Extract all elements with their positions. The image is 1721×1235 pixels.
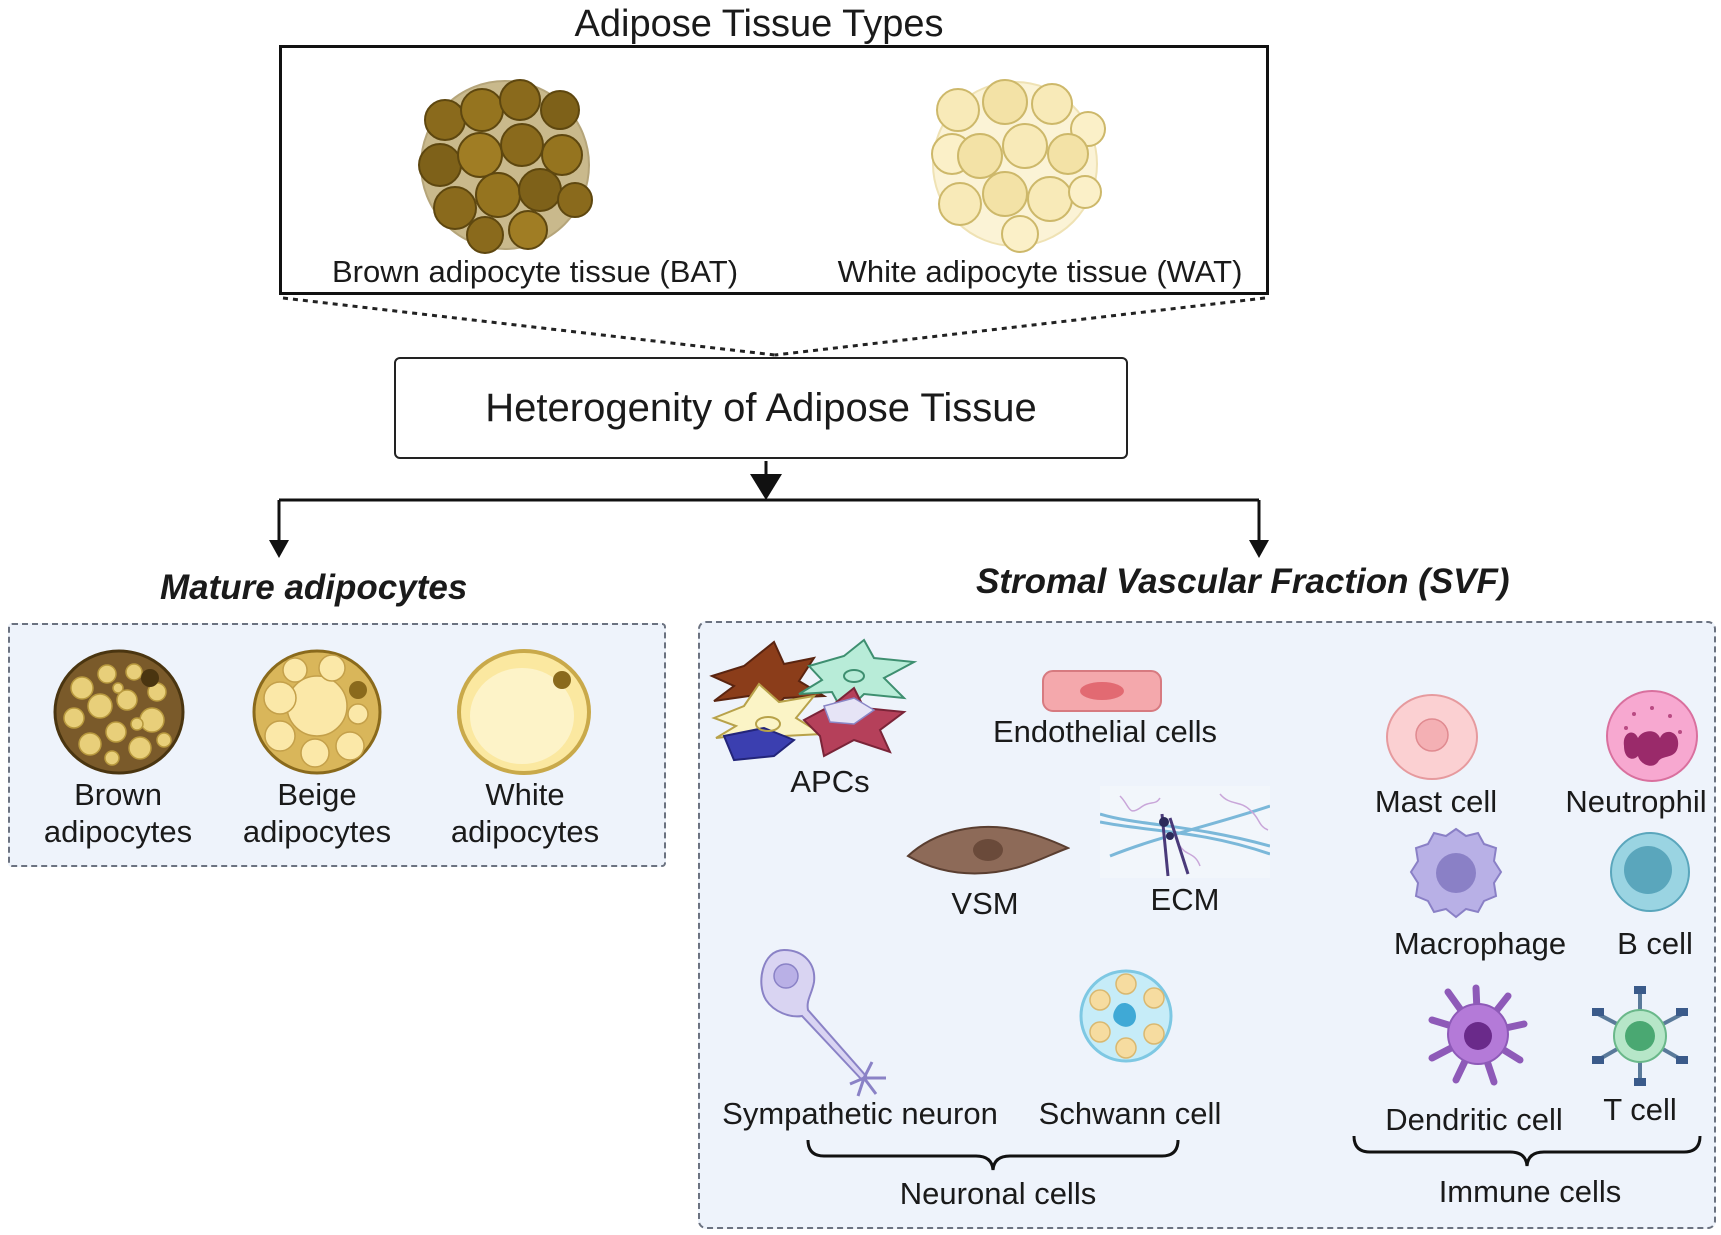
diagram-title: Adipose Tissue Types <box>574 3 944 45</box>
schwann-cell-label: Schwann cell <box>1038 1096 1222 1131</box>
beige-adipocytes-line2: adipocytes <box>242 814 392 849</box>
t-cell-label: T cell <box>1603 1092 1677 1127</box>
funnel-right-line <box>774 296 1266 357</box>
mature-heading: Mature adipocytes <box>160 568 468 607</box>
brown-adipocyte-icon <box>53 649 185 775</box>
white-adipocytes-line1: White <box>485 777 565 812</box>
svf-heading: Stromal Vascular Fraction (SVF) <box>976 562 1510 601</box>
endothelial-cells-label: Endothelial cells <box>992 714 1218 749</box>
bat-label: Brown adipocyte tissue (BAT) <box>331 254 739 289</box>
schwann-cell-icon <box>1079 969 1173 1063</box>
ecm-icon <box>1100 786 1270 878</box>
neuronal-cells-label: Neuronal cells <box>899 1176 1097 1211</box>
hub-label: Heterogenity of Adipose Tissue <box>485 385 1037 430</box>
beige-adipocyte-icon <box>252 649 382 775</box>
apcs-label: APCs <box>790 764 870 799</box>
mast-cell-label: Mast cell <box>1374 784 1498 819</box>
dendritic-cell-label: Dendritic cell <box>1385 1102 1563 1137</box>
white-adipocyte-icon <box>457 649 591 775</box>
hub-box: Heterogenity of Adipose Tissue <box>394 357 1128 459</box>
brown-adipocytes-line2: adipocytes <box>43 814 193 849</box>
wat-cluster-icon <box>931 79 1106 253</box>
endothelial-cell-icon <box>1042 670 1162 712</box>
right-branch-arrow <box>1249 540 1269 558</box>
immune-bracket <box>1352 1135 1702 1167</box>
macrophage-icon <box>1409 827 1503 919</box>
vsm-label: VSM <box>951 886 1019 921</box>
b-cell-label: B cell <box>1617 926 1693 961</box>
funnel-left-line <box>282 296 776 357</box>
apcs-icon <box>709 638 918 762</box>
sympathetic-neuron-label: Sympathetic neuron <box>722 1096 998 1131</box>
t-cell-icon <box>1592 986 1688 1086</box>
brown-adipocytes-line1: Brown <box>74 777 162 812</box>
sympathetic-neuron-icon <box>760 948 886 1097</box>
vsm-cell-icon <box>906 825 1070 875</box>
macrophage-label: Macrophage <box>1393 926 1567 961</box>
bat-cluster-icon <box>418 79 593 254</box>
white-adipocytes-line2: adipocytes <box>450 814 600 849</box>
beige-adipocytes-line1: Beige <box>277 777 357 812</box>
wat-label: White adipocyte tissue (WAT) <box>837 254 1243 289</box>
neuronal-bracket <box>806 1139 1180 1171</box>
left-branch-arrow <box>269 540 289 558</box>
neutrophil-label: Neutrophil <box>1565 784 1707 819</box>
mast-cell-icon <box>1386 694 1478 780</box>
ecm-label: ECM <box>1150 882 1220 917</box>
hub-down-arrow <box>750 474 782 500</box>
b-cell-icon <box>1610 832 1690 912</box>
neutrophil-icon <box>1606 690 1698 782</box>
dendritic-cell-icon <box>1428 984 1528 1086</box>
immune-cells-label: Immune cells <box>1438 1174 1622 1209</box>
